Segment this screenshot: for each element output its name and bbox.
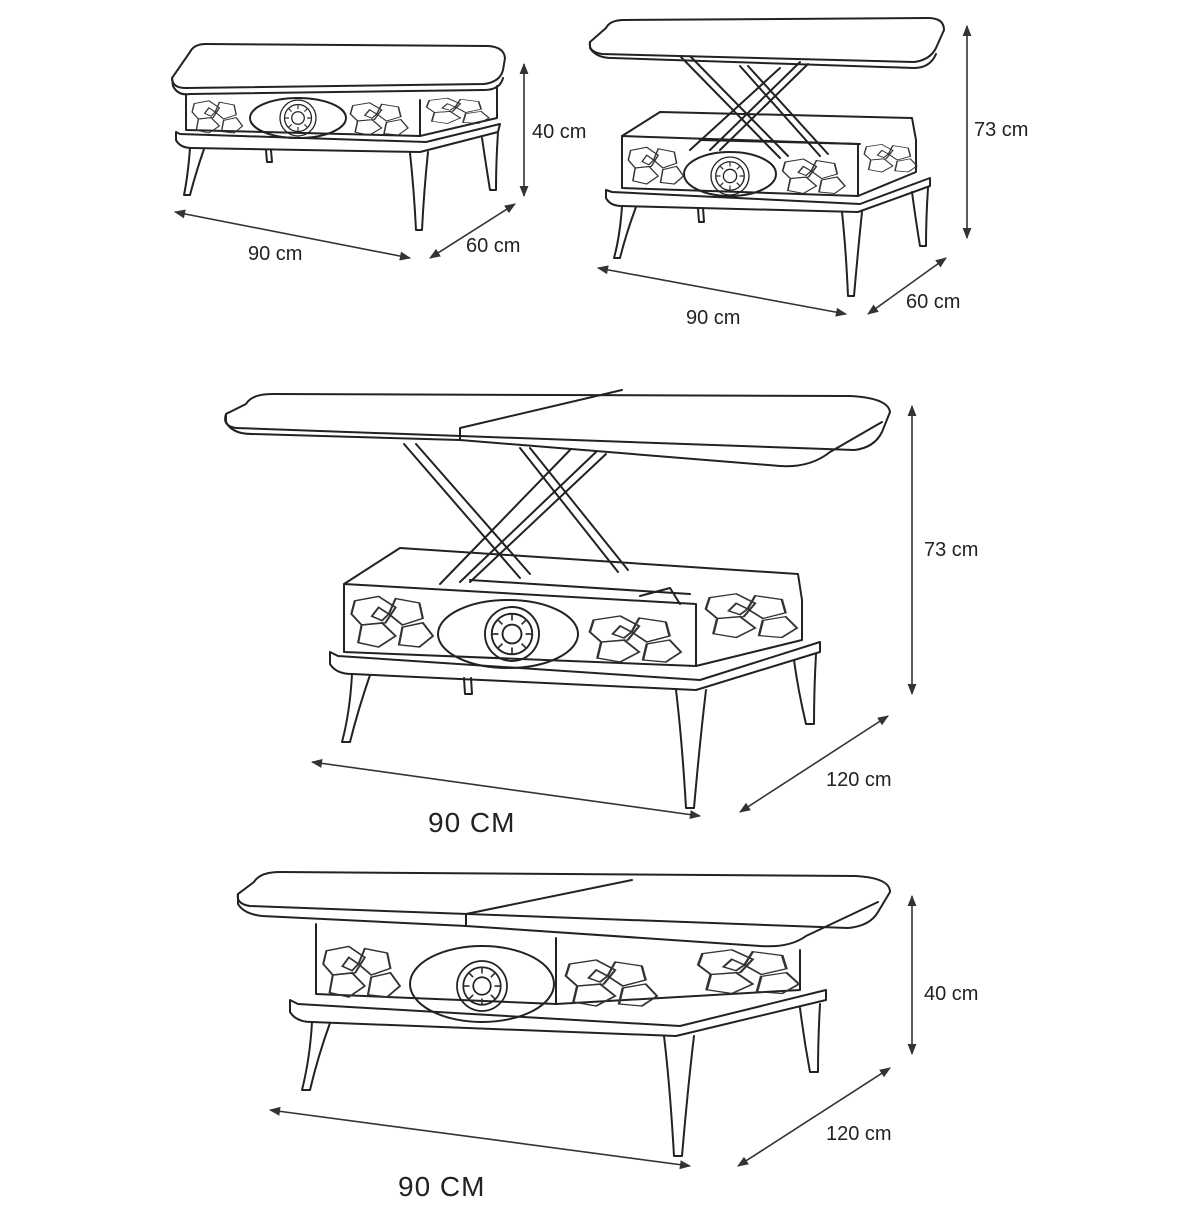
table-drawing <box>588 16 946 297</box>
height-label: 73 cm <box>924 539 978 561</box>
depth-label: 120 cm <box>826 1123 892 1145</box>
depth-label: 120 cm <box>826 769 892 791</box>
depth-label: 60 cm <box>466 235 520 257</box>
width-dimension-line <box>268 1106 692 1170</box>
width-dimension-line <box>310 758 702 820</box>
view-lifted-small: 90 cm 60 cm 73 cm <box>588 16 1028 329</box>
height-label: 73 cm <box>974 119 1028 141</box>
width-dimension-line <box>596 265 848 317</box>
depth-dimension-line <box>739 715 889 813</box>
width-label: 90 CM <box>428 807 515 838</box>
table-drawing <box>170 42 507 231</box>
depth-label: 60 cm <box>906 291 960 313</box>
width-dimension-line <box>173 209 412 261</box>
table-drawing <box>224 389 892 809</box>
view-closed-small: 90 cm 60 cm 40 cm <box>170 42 586 265</box>
depth-dimension-line <box>429 203 516 259</box>
view-lifted-extended: 90 CM 120 cm 73 cm <box>224 389 978 838</box>
height-label: 40 cm <box>924 983 978 1005</box>
height-label: 40 cm <box>532 121 586 143</box>
width-label: 90 cm <box>248 243 302 265</box>
table-drawing <box>236 870 892 1157</box>
depth-dimension-line <box>737 1067 891 1167</box>
width-label: 90 cm <box>686 307 740 329</box>
view-closed-extended: 90 CM 120 cm 40 cm <box>236 870 978 1202</box>
depth-dimension-line <box>867 257 947 315</box>
width-label: 90 CM <box>398 1171 485 1200</box>
